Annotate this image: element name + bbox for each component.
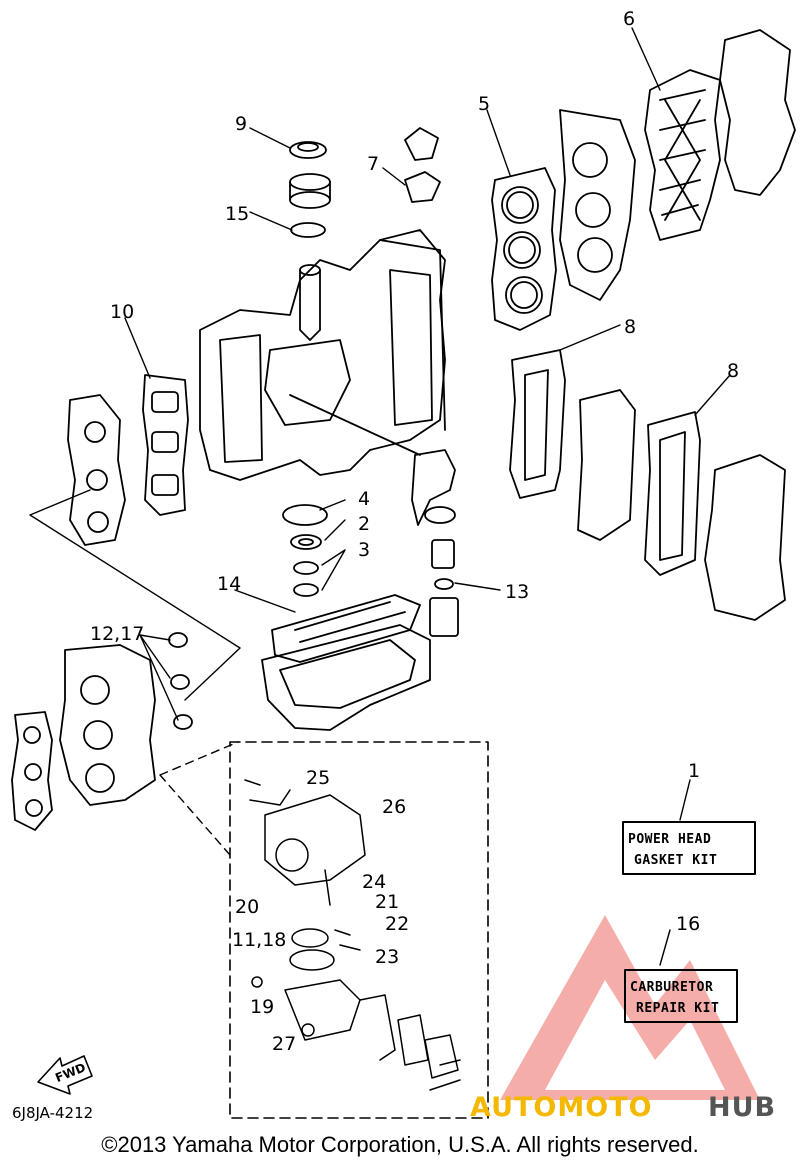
carburetor-kit-line1: CARBURETOR <box>630 980 713 995</box>
callout-10: 10 <box>110 301 134 323</box>
svg-text:HUB: HUB <box>708 1092 776 1123</box>
power-head-kit-box <box>622 821 756 875</box>
carburetor-gasket-left <box>11 711 53 831</box>
callout-22: 22 <box>385 913 409 935</box>
callout-15: 15 <box>225 203 249 225</box>
callout-labels: 1 2 3 4 5 6 7 8 8 9 10 11,18 12,17 13 14… <box>90 8 739 1055</box>
carburetor-kit-box <box>624 969 738 1023</box>
callout-27: 27 <box>272 1033 296 1055</box>
power-head-kit-line1: POWER HEAD <box>628 832 711 847</box>
copyright-notice: ©2013 Yamaha Motor Corporation, U.S.A. A… <box>101 1132 699 1157</box>
callout-16: 16 <box>676 913 700 935</box>
watermark-text: AUTOMOTO HUB <box>470 1092 776 1123</box>
callout-24: 24 <box>362 871 386 893</box>
callout-12-17: 12,17 <box>90 623 144 645</box>
fwd-arrow-icon <box>37 1055 93 1095</box>
exhaust-gasket-left <box>509 349 566 499</box>
power-head-kit-line2: GASKET KIT <box>634 853 717 868</box>
callout-11-18: 11,18 <box>232 929 286 951</box>
leader-lines <box>29 27 731 966</box>
carburetor-assembly <box>59 632 193 806</box>
watermark-logo <box>500 915 760 1100</box>
cylinder-head <box>559 109 636 301</box>
callout-25: 25 <box>306 767 330 789</box>
exhaust-cover-gasket <box>644 69 721 241</box>
callout-7: 7 <box>367 153 379 175</box>
callout-8b: 8 <box>727 360 739 382</box>
callout-14: 14 <box>217 573 241 595</box>
exhaust-cover <box>719 29 796 196</box>
callout-26: 26 <box>382 796 406 818</box>
crankcase <box>199 229 446 481</box>
oil-seal-top <box>289 141 331 238</box>
callout-20: 20 <box>235 896 259 918</box>
carburetor-kit-line2: REPAIR KIT <box>636 1001 719 1016</box>
callout-2: 2 <box>358 513 370 535</box>
lower-casing <box>261 624 431 731</box>
callout-4: 4 <box>358 488 370 510</box>
diagram-part-code: 6J8JA-4212 <box>12 1104 93 1122</box>
callout-9: 9 <box>235 113 247 135</box>
callout-21: 21 <box>375 891 399 913</box>
exhaust-plate <box>577 389 636 541</box>
svg-text:AUTOMOTO: AUTOMOTO <box>470 1092 653 1123</box>
thermostat-housing <box>411 449 459 637</box>
callout-3: 3 <box>358 539 370 561</box>
exhaust-gasket-right <box>644 411 701 576</box>
callout-8a: 8 <box>624 316 636 338</box>
callout-13: 13 <box>505 581 529 603</box>
intake-gasket <box>142 374 189 516</box>
thermostat-cover <box>404 127 441 203</box>
callout-23: 23 <box>375 946 399 968</box>
fwd-label: FWD <box>53 1060 87 1085</box>
callout-1: 1 <box>688 760 700 782</box>
carburetor-detail <box>244 779 461 1091</box>
cylinder-head-gasket <box>491 167 557 331</box>
crank-seals <box>282 504 328 597</box>
callout-6: 6 <box>623 8 635 30</box>
intake-manifold <box>67 394 126 546</box>
callout-5: 5 <box>478 93 490 115</box>
callout-19: 19 <box>250 996 274 1018</box>
carburetor-detail-box <box>229 741 489 1119</box>
exhaust-outer-cover <box>704 454 786 621</box>
